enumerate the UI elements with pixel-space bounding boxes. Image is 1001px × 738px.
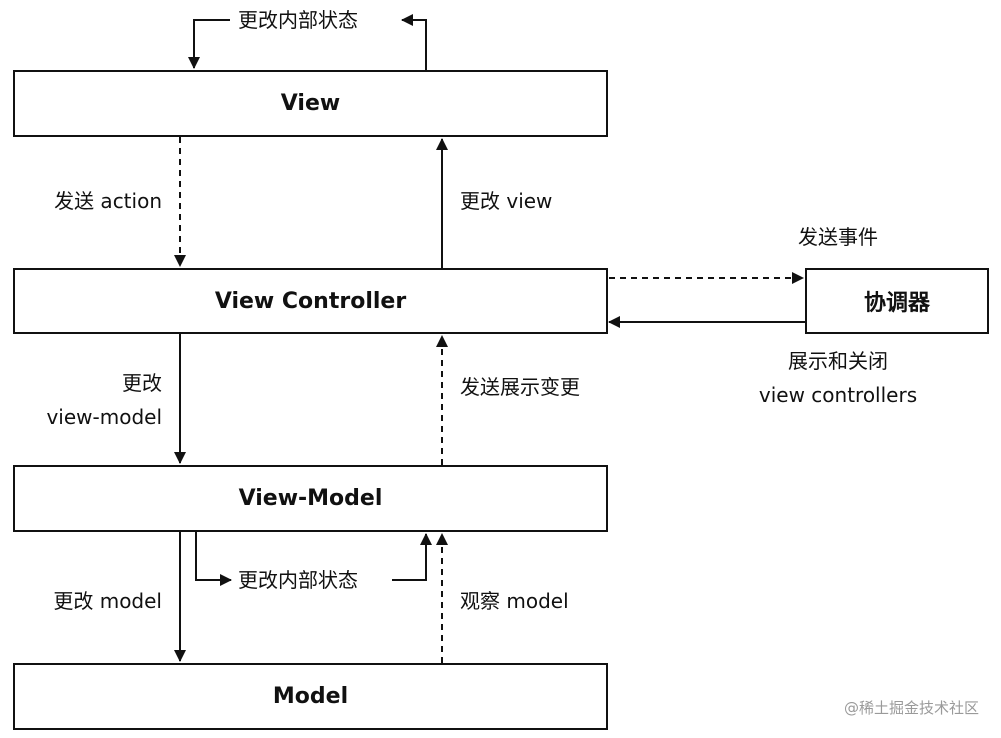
update-view-model-label-line2: view-model: [46, 405, 162, 429]
view-box-label: View: [280, 91, 341, 116]
present-dismiss-label-line1: 展示和关闭: [788, 349, 888, 373]
view-box: View: [13, 70, 608, 137]
coordinator-box-label: 协调器: [863, 291, 930, 316]
view-self-update-return-arrow: [188, 19, 230, 69]
view-model-box: View-Model: [13, 465, 608, 532]
coordinator-box: 协调器: [805, 268, 989, 334]
vm-self-update-arrow: [195, 531, 232, 586]
view-controller-box: View Controller: [13, 268, 608, 334]
send-presentation-change-label: 发送展示变更: [460, 375, 580, 399]
update-view-model-label-line1: 更改: [122, 371, 162, 395]
view-self-update-label: 更改内部状态: [238, 8, 358, 32]
vm-self-update-label: 更改内部状态: [238, 568, 358, 592]
vm-self-update-return-arrow: [392, 533, 432, 581]
view-model-box-label: View-Model: [238, 486, 383, 511]
watermark: @稀土掘金技术社区: [843, 699, 979, 717]
update-model-label: 更改 model: [53, 589, 162, 613]
view-self-update-arrow: [401, 14, 427, 70]
observe-model-label: 观察 model: [460, 589, 569, 613]
view-controller-box-label: View Controller: [214, 288, 407, 314]
send-event-label: 发送事件: [798, 225, 878, 249]
model-box-label: Model: [272, 684, 349, 709]
model-box: Model: [13, 663, 608, 730]
send-action-label: 发送 action: [54, 189, 162, 213]
present-dismiss-label-line2: view controllers: [758, 383, 918, 407]
update-view-label: 更改 view: [460, 189, 553, 213]
